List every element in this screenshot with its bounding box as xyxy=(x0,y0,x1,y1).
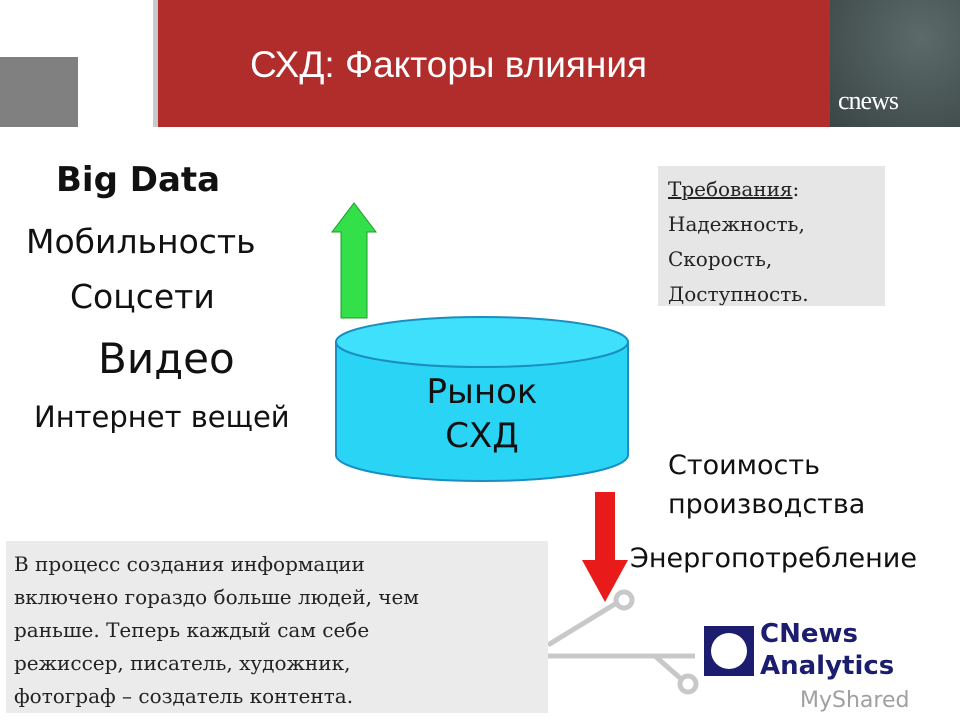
storage-cylinder xyxy=(335,316,629,482)
slide-title: СХД: Факторы влияния xyxy=(250,44,648,85)
note-line: режиссер, писатель, художник, xyxy=(14,651,351,675)
requirements-box: Требования: Надежность, Скорость, Доступ… xyxy=(658,166,885,306)
logo-mark-icon xyxy=(704,626,754,676)
note-box: В процесс создания информации включено г… xyxy=(6,541,548,713)
factor-big-data: Big Data xyxy=(56,160,221,200)
down-arrow-icon xyxy=(582,492,628,602)
requirement-item: Доступность. xyxy=(668,282,809,306)
colon: : xyxy=(792,177,800,201)
cost-line1: Стоимость xyxy=(668,450,821,481)
leaf-image xyxy=(830,0,960,127)
requirement-item: Скорость, xyxy=(668,247,773,271)
factor-social: Соцсети xyxy=(70,277,215,316)
cylinder-line2: СХД xyxy=(445,416,519,456)
factor-video: Видео xyxy=(98,334,235,383)
note-line: включено гораздо больше людей, чем xyxy=(14,585,419,609)
note-line: раньше. Теперь каждый сам себе xyxy=(14,618,370,642)
cost-line2: производства xyxy=(668,489,866,520)
factor-iot: Интернет вещей xyxy=(34,400,290,434)
header-bar xyxy=(153,0,838,127)
requirements-heading: Требования xyxy=(668,177,793,201)
note-line: В процесс создания информации xyxy=(14,552,365,576)
energy-consumption: Энергопотребление xyxy=(630,543,917,574)
requirement-item: Надежность, xyxy=(668,212,805,236)
cnews-logo: cnews xyxy=(838,86,899,115)
watermark: MyShared xyxy=(800,688,910,713)
up-arrow-icon xyxy=(330,202,378,319)
cylinder-line1: Рынок xyxy=(426,372,538,412)
decor-block xyxy=(0,57,78,127)
note-line: фотограф – создатель контента. xyxy=(14,684,354,708)
logo-line1: CNews xyxy=(760,619,858,649)
cylinder-label: Рынок СХД xyxy=(336,370,628,458)
logo-line2: Analytics xyxy=(760,651,895,681)
factor-mobility: Мобильность xyxy=(26,222,256,261)
circuit-lines xyxy=(546,589,699,695)
